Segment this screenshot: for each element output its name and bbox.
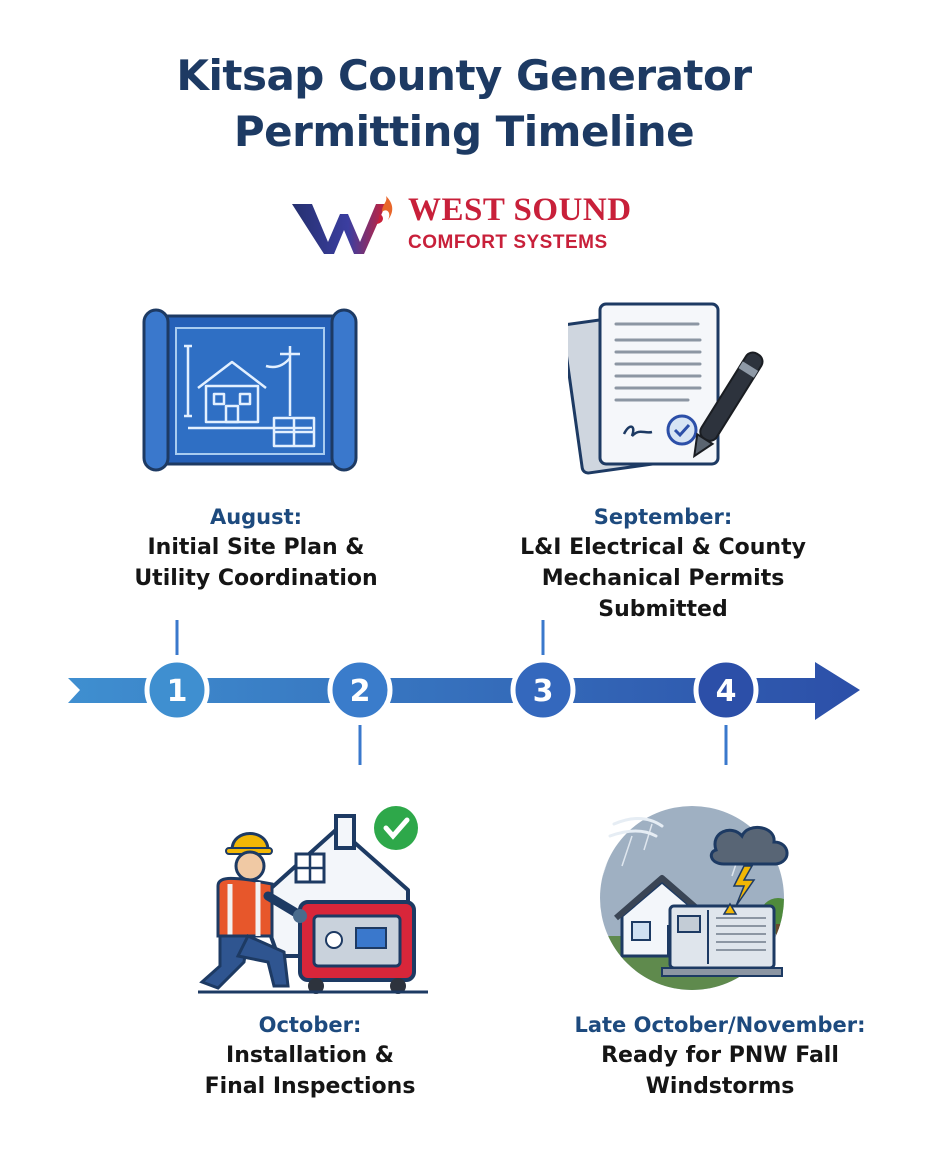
logo-subtitle: COMFORT SYSTEMS <box>408 232 608 253</box>
step-1-month: August: <box>209 505 303 529</box>
step-1-label: August: Initial Site Plan & Utility Coor… <box>96 502 416 594</box>
step-2-month: October: <box>258 1013 362 1037</box>
step-3-month: September: <box>593 505 733 529</box>
step-4-label: Late October/November: Ready for PNW Fal… <box>520 1010 920 1102</box>
title-line-1: Kitsap County Generator <box>176 51 752 100</box>
timeline: 1 2 3 4 <box>68 620 860 765</box>
step-4-number: 4 <box>716 674 737 709</box>
step-2-description: Installation & Final Inspections <box>204 1043 416 1099</box>
step-3-label: September: L&I Electrical & County Mecha… <box>488 502 838 625</box>
logo-w-mark-icon <box>292 196 393 254</box>
step-1-marker: 1 <box>144 657 210 723</box>
step-3-marker: 3 <box>510 657 576 723</box>
step-3-description: L&I Electrical & County Mechanical Permi… <box>520 535 806 622</box>
step-2-label: October: Installation & Final Inspection… <box>150 1010 470 1102</box>
step-2-marker: 2 <box>327 657 393 723</box>
timeline-arrow <box>68 662 860 720</box>
technician-generator-icon <box>198 806 428 994</box>
blueprint-icon <box>142 308 358 472</box>
permit-documents-icon <box>568 302 764 475</box>
step-3-number: 3 <box>533 674 554 709</box>
title-line-2: Permitting Timeline <box>233 107 695 156</box>
logo-name: WEST SOUND <box>408 192 632 228</box>
storm-ready-home-icon <box>600 806 789 990</box>
step-4-month: Late October/November: <box>574 1013 866 1037</box>
page-title: Kitsap County Generator Permitting Timel… <box>0 48 928 160</box>
step-1-description: Initial Site Plan & Utility Coordination <box>134 535 378 591</box>
step-1-number: 1 <box>167 674 188 709</box>
brand-logo: WEST SOUND COMFORT SYSTEMS <box>290 190 650 260</box>
step-2-number: 2 <box>350 674 371 709</box>
step-4-marker: 4 <box>693 657 759 723</box>
step-4-description: Ready for PNW Fall Windstorms <box>601 1043 839 1099</box>
